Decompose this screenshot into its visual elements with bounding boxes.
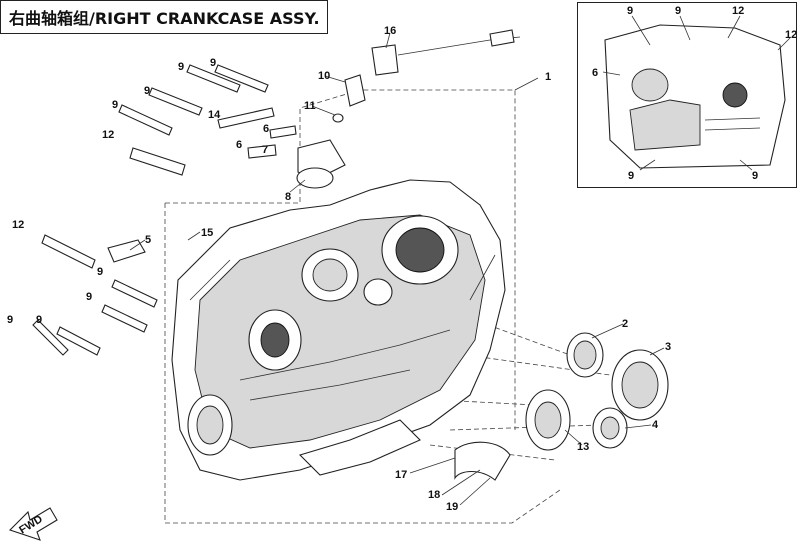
callout-9d: 9 [112, 99, 118, 111]
callout-9e: 9 [97, 266, 103, 278]
callout-9f: 9 [86, 291, 92, 303]
inset-callout-6: 6 [592, 67, 598, 79]
inset-callout-9d: 9 [752, 170, 758, 182]
callout-12a: 12 [102, 129, 114, 141]
callout-1: 1 [545, 71, 551, 83]
inset-callout-12b: 12 [785, 29, 797, 41]
callout-15: 15 [201, 227, 213, 239]
callout-13: 13 [577, 441, 589, 453]
callout-16: 16 [384, 25, 396, 37]
crankcase-body [171, 179, 506, 481]
callout-9a: 9 [178, 61, 184, 73]
leader-dash-bearing [419, 299, 611, 461]
callout-3: 3 [665, 341, 671, 353]
inset-panel [577, 2, 797, 188]
callout-6a: 6 [263, 123, 269, 135]
callout-4: 4 [652, 419, 659, 431]
callout-5: 5 [145, 234, 151, 246]
assembly-boundary [164, 89, 561, 524]
callout-18: 18 [428, 489, 440, 501]
callout-14: 14 [208, 109, 221, 121]
callout-9b: 9 [210, 57, 216, 69]
callout-9h: 9 [36, 314, 42, 326]
leader-lines [129, 32, 665, 506]
callout-9c: 9 [144, 85, 150, 97]
callout-8: 8 [285, 191, 291, 203]
inset-callout-9c: 9 [628, 170, 634, 182]
callout-6b: 6 [236, 139, 242, 151]
sensor-and-cover-parts [217, 29, 521, 189]
inset-callout-9a: 9 [627, 5, 633, 17]
diagram-title: 右曲轴箱组/RIGHT CRANKCASE ASSY. [0, 0, 328, 34]
inset-drawing [604, 24, 786, 169]
callout-2: 2 [622, 318, 628, 330]
inset-leaders [602, 15, 791, 171]
inset-callout-9b: 9 [675, 5, 681, 17]
callout-17: 17 [395, 469, 407, 481]
callout-9g: 9 [7, 314, 13, 326]
callout-19: 19 [446, 501, 458, 513]
bearings-and-seal [454, 332, 669, 481]
callout-12b: 12 [12, 219, 24, 231]
callout-7: 7 [262, 144, 268, 156]
callout-10: 10 [318, 70, 330, 82]
bolt-group-left [32, 64, 269, 356]
fwd-arrow: FWD [8, 507, 58, 541]
inset-callout-12a: 12 [732, 5, 744, 17]
callout-11: 11 [304, 100, 316, 112]
